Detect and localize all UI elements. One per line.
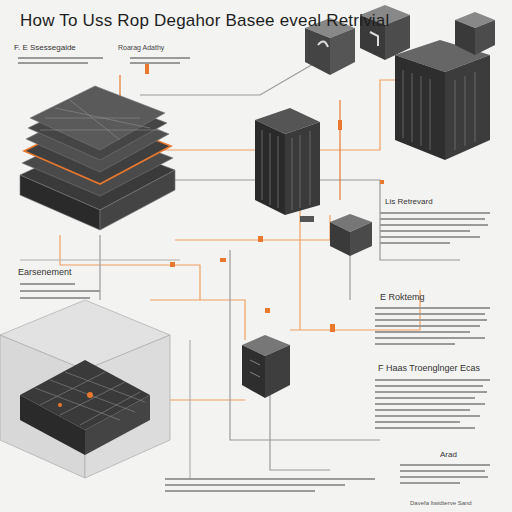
server-block [255,108,320,215]
mesh-cube [0,300,170,478]
text-label: Roarag Adathy [118,44,164,52]
body-text-lines [18,57,490,492]
layer-stack [20,86,175,230]
text-label: Arad [440,451,457,460]
text-label: Davefa ltwidterve Sand [410,500,472,507]
text-label: Earsenement [18,268,72,278]
text-label: E Roktemg [380,293,425,303]
text-label: Lis Retrevard [385,198,433,207]
text-label: F Haas Troenglnger Ecas [378,364,480,374]
orange-markers [145,62,384,332]
small-cube [300,214,372,256]
diagram-title: How To Uss Rop Degahor Basee eveal Retri… [20,12,389,31]
text-label: F. E Ssessegaide [14,44,76,53]
storage-cube [242,335,290,398]
